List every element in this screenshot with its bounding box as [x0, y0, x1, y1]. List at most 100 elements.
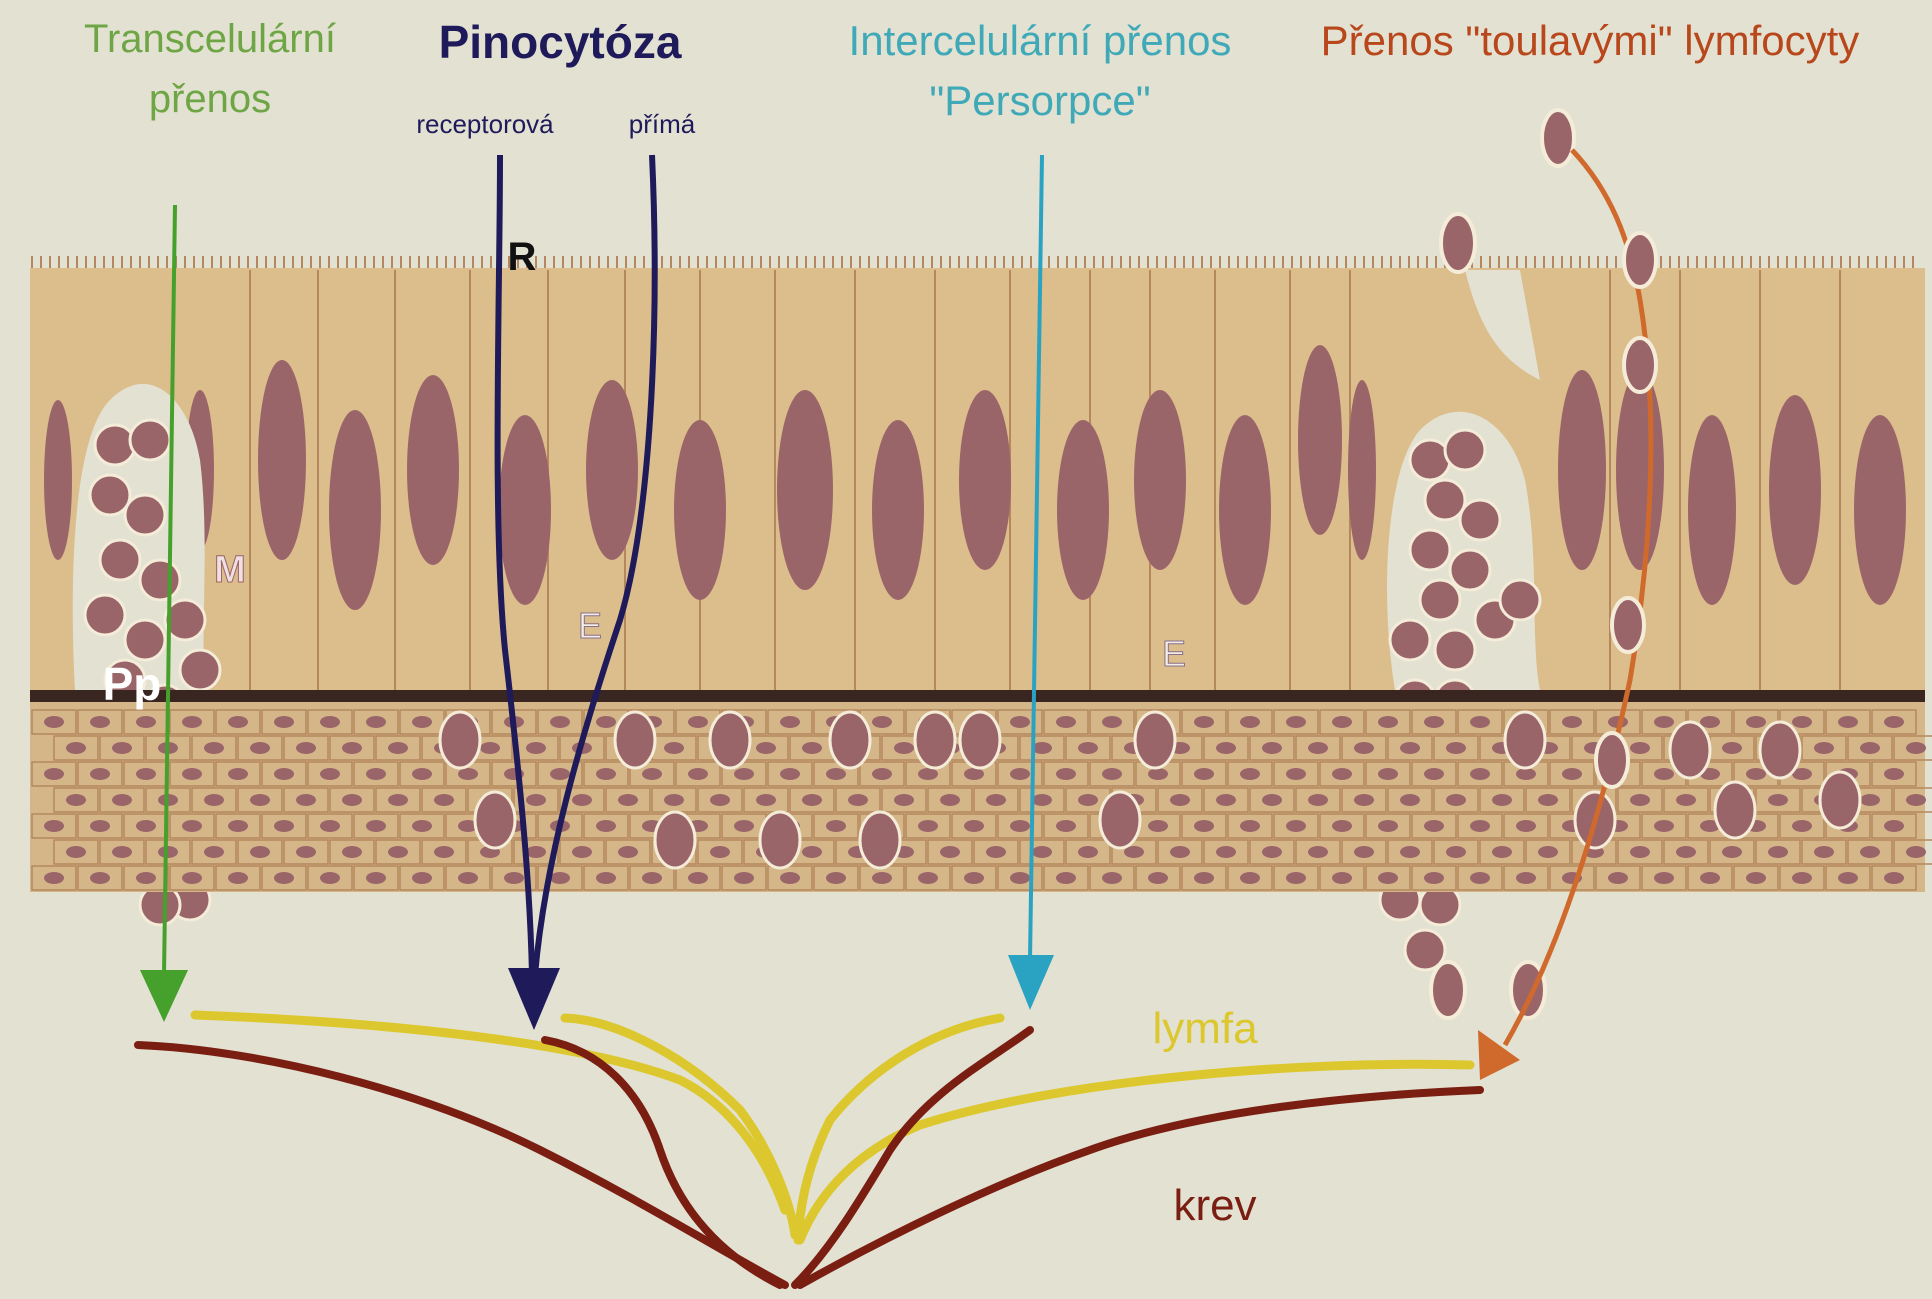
lymphocyte: [1431, 962, 1465, 1018]
lymphocyte: [1670, 722, 1710, 778]
lymphocyte: [95, 425, 135, 465]
stromal-nucleus: [1654, 716, 1674, 728]
stromal-nucleus: [1630, 846, 1650, 858]
lymphocyte: [140, 560, 180, 600]
stromal-nucleus: [342, 742, 362, 754]
stromal-nucleus: [320, 872, 340, 884]
stromal-nucleus: [918, 768, 938, 780]
stromal-nucleus: [1654, 820, 1674, 832]
stromal-nucleus: [228, 716, 248, 728]
label-m: M: [214, 549, 246, 591]
stromal-nucleus: [182, 820, 202, 832]
stromal-nucleus: [1516, 872, 1536, 884]
stromal-nucleus: [1860, 742, 1880, 754]
lymphocyte: [1505, 712, 1545, 768]
stromal-nucleus: [596, 820, 616, 832]
stromal-nucleus: [550, 716, 570, 728]
lymphocyte: [440, 712, 480, 768]
stromal-nucleus: [1676, 794, 1696, 806]
stromal-nucleus: [918, 872, 938, 884]
stromal-nucleus: [1446, 794, 1466, 806]
lymphocyte: [1435, 630, 1475, 670]
stromal-nucleus: [1032, 794, 1052, 806]
lymphocyte: [960, 712, 1000, 768]
nucleus: [1688, 415, 1736, 605]
nucleus: [1616, 370, 1664, 570]
stromal-nucleus: [802, 794, 822, 806]
stromal-nucleus: [458, 768, 478, 780]
stromal-nucleus: [1492, 794, 1512, 806]
stromal-nucleus: [1240, 716, 1260, 728]
stromal-nucleus: [1194, 768, 1214, 780]
stromal-nucleus: [1814, 846, 1834, 858]
stromal-nucleus: [826, 872, 846, 884]
stromal-nucleus: [826, 768, 846, 780]
stromal-nucleus: [664, 742, 684, 754]
stromal-nucleus: [342, 846, 362, 858]
stromal-nucleus: [802, 742, 822, 754]
stromal-nucleus: [90, 820, 110, 832]
stromal-nucleus: [1332, 820, 1352, 832]
stromal-nucleus: [1216, 742, 1236, 754]
stromal-nucleus: [504, 872, 524, 884]
stromal-nucleus: [688, 872, 708, 884]
stromal-nucleus: [618, 846, 638, 858]
stromal-nucleus: [1378, 768, 1398, 780]
lymphocyte: [1760, 722, 1800, 778]
nucleus: [1057, 420, 1109, 600]
stromal-nucleus: [1906, 846, 1926, 858]
stromal-nucleus: [986, 846, 1006, 858]
stromal-nucleus: [1078, 846, 1098, 858]
stromal-nucleus: [250, 794, 270, 806]
stromal-nucleus: [182, 768, 202, 780]
stromal-nucleus: [1308, 846, 1328, 858]
stromal-nucleus: [756, 742, 776, 754]
lymphocyte: [475, 792, 515, 848]
stromal-nucleus: [1792, 820, 1812, 832]
stromal-nucleus: [596, 872, 616, 884]
lymphocyte: [915, 712, 955, 768]
stromal-nucleus: [1148, 820, 1168, 832]
stromal-nucleus: [964, 872, 984, 884]
stromal-nucleus: [158, 846, 178, 858]
stromal-nucleus: [1424, 768, 1444, 780]
stromal-nucleus: [710, 846, 730, 858]
stromal-nucleus: [182, 716, 202, 728]
stromal-nucleus: [1262, 794, 1282, 806]
stromal-nucleus: [1194, 872, 1214, 884]
stromal-nucleus: [1262, 846, 1282, 858]
nucleus: [959, 390, 1011, 570]
stromal-nucleus: [526, 846, 546, 858]
stromal-nucleus: [204, 742, 224, 754]
stromal-nucleus: [182, 872, 202, 884]
stromal-nucleus: [136, 768, 156, 780]
stromal-nucleus: [1722, 742, 1742, 754]
stromal-nucleus: [342, 794, 362, 806]
stromal-nucleus: [664, 794, 684, 806]
stromal-nucleus: [1676, 846, 1696, 858]
lamina-propria: [30, 702, 1932, 892]
stromal-nucleus: [1354, 794, 1374, 806]
basement-membrane: [30, 690, 1925, 702]
lymphocyte: [615, 712, 655, 768]
stromal-nucleus: [1216, 846, 1236, 858]
nucleus: [1854, 415, 1906, 605]
stromal-nucleus: [642, 768, 662, 780]
stromal-nucleus: [1860, 846, 1880, 858]
stromal-nucleus: [1102, 716, 1122, 728]
stromal-nucleus: [642, 872, 662, 884]
stromal-nucleus: [1286, 768, 1306, 780]
stromal-nucleus: [780, 716, 800, 728]
stromal-nucleus: [780, 768, 800, 780]
lymphocyte: [1100, 792, 1140, 848]
heading-intercellular: Intercelulární přenos: [849, 17, 1232, 64]
stromal-nucleus: [1148, 768, 1168, 780]
stromal-nucleus: [1240, 820, 1260, 832]
lymphocyte: [760, 812, 800, 868]
label-lymph: lymfa: [1152, 1004, 1258, 1053]
stromal-nucleus: [894, 742, 914, 754]
stromal-nucleus: [136, 716, 156, 728]
stromal-nucleus: [734, 820, 754, 832]
stromal-nucleus: [296, 846, 316, 858]
